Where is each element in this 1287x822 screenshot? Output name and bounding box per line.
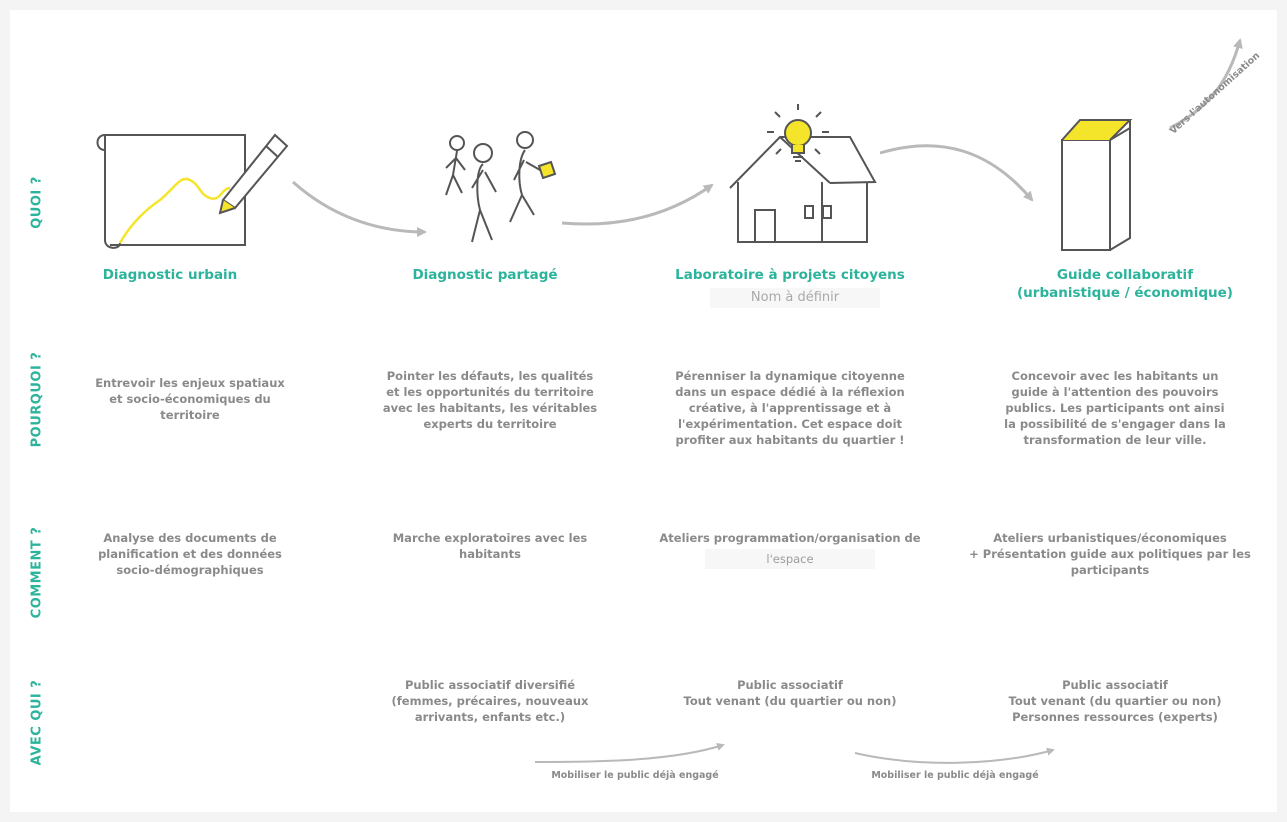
text-line: et les opportunités du territoire [386,385,594,399]
text-line: Entrevoir les enjeux spatiaux [95,376,285,390]
text-line: guide à l'attention des pouvoirs [1011,385,1219,399]
pourquoi-cell-3: Pérenniser la dynamique citoyenne dans u… [655,368,925,448]
comment-cell-1: Analyse des documents de planification e… [70,530,310,578]
text-line: Public associatif [1062,678,1168,692]
diagram-graphics [96,38,1243,764]
text-line: (femmes, précaires, nouveaux [391,694,589,708]
title-line: (urbanistique / économique) [1017,285,1233,301]
title-line: Laboratoire à projets citoyens [675,267,905,283]
comment-cell-3: Ateliers programmation/organisation de l… [635,530,945,569]
mobilize-arrow-1 [534,743,725,763]
text-line: transformation de leur ville. [1023,433,1207,447]
flow-arrow-autonomy [1169,38,1243,130]
text-line: Pointer les défauts, les qualités [386,369,594,383]
step-title-diagnostic-partage: Diagnostic partagé [385,266,585,284]
text-line: l'espace [705,549,875,569]
house-lightbulb-icon [729,104,877,243]
avec-qui-cell-2: Public associatif diversifié (femmes, pr… [370,677,610,725]
text-line: Ateliers programmation/organisation de [659,531,921,545]
avec-qui-cell-4: Public associatif Tout venant (du quarti… [985,677,1245,725]
pourquoi-cell-1: Entrevoir les enjeux spatiaux et socio-é… [70,375,310,423]
text-line: l'expérimentation. Cet espace doit [677,417,903,431]
text-line: Pérenniser la dynamique citoyenne [675,369,905,383]
text-line: participants [1070,563,1150,577]
row-label-quoi: QUOI ? [29,176,45,229]
pourquoi-cell-2: Pointer les défauts, les qualités et les… [370,368,610,432]
row-label-comment: COMMENT ? [29,526,45,619]
row-label-avec-qui: AVEC QUI ? [29,679,45,766]
text-line: habitants [459,547,521,561]
text-line: Analyse des documents de [103,531,277,545]
text-line: experts du territoire [423,417,557,431]
mobilize-label-1: Mobiliser le public déjà engagé [551,770,719,781]
mobilize-label-2: Mobiliser le public déjà engagé [871,770,1039,781]
text-line: profiter aux habitants du quartier ! [675,433,905,447]
text-line: la possibilité de s'engager dans la [1004,417,1226,431]
flow-arrows [292,38,1243,764]
title-line: Diagnostic partagé [412,267,558,283]
process-diagram: QUOI ? POURQUOI ? COMMENT ? AVEC QUI ? D… [10,10,1277,812]
step-subtitle-nom: Nom à définir [710,288,880,308]
text-line: Marche exploratoires avec les [392,531,588,545]
text-line: Tout venant (du quartier ou non) [683,694,897,708]
row-label-pourquoi: POURQUOI ? [29,351,45,448]
walking-people-icon [445,131,557,243]
text-line: arrivants, enfants etc.) [414,710,566,724]
text-line: Ateliers urbanistiques/économiques [993,531,1227,545]
text-line: Personnes ressources (experts) [1012,710,1218,724]
map-drawing-icon [96,133,289,249]
title-line: Guide collaboratif [1056,267,1194,283]
title-line: Diagnostic urbain [102,267,238,283]
book-icon [1061,119,1133,251]
text-line: créative, à l'apprentissage et à [688,401,892,415]
mobilize-arrow-2 [854,747,1055,764]
text-line: Public associatif [737,678,843,692]
text-line: et socio-économiques du [109,392,271,406]
flow-arrow-3 [879,144,1034,202]
text-line: socio-démographiques [116,563,264,577]
comment-cell-2: Marche exploratoires avec les habitants [370,530,610,562]
text-line: territoire [160,408,220,422]
step-title-guide: Guide collaboratif (urbanistique / écono… [1010,266,1240,302]
text-line: publics. Les participants ont ainsi [1005,401,1225,415]
text-line: Concevoir avec les habitants un [1011,369,1219,383]
text-line: + Présentation guide aux politiques par … [969,547,1251,561]
step-title-laboratoire: Laboratoire à projets citoyens [655,266,925,284]
text-line: dans un espace dédié à la réflexion [675,385,905,399]
text-line: Tout venant (du quartier ou non) [1008,694,1222,708]
text-line: avec les habitants, les véritables [382,401,598,415]
flow-arrow-2 [561,183,714,226]
comment-cell-4: Ateliers urbanistiques/économiques + Pré… [955,530,1265,578]
text-line: planification et des données [98,547,282,561]
pourquoi-cell-4: Concevoir avec les habitants un guide à … [985,368,1245,448]
avec-qui-cell-3: Public associatif Tout venant (du quarti… [655,677,925,709]
step-title-diagnostic-urbain: Diagnostic urbain [70,266,270,284]
text-line: Public associatif diversifié [404,678,576,692]
flow-arrow-1 [292,180,427,237]
